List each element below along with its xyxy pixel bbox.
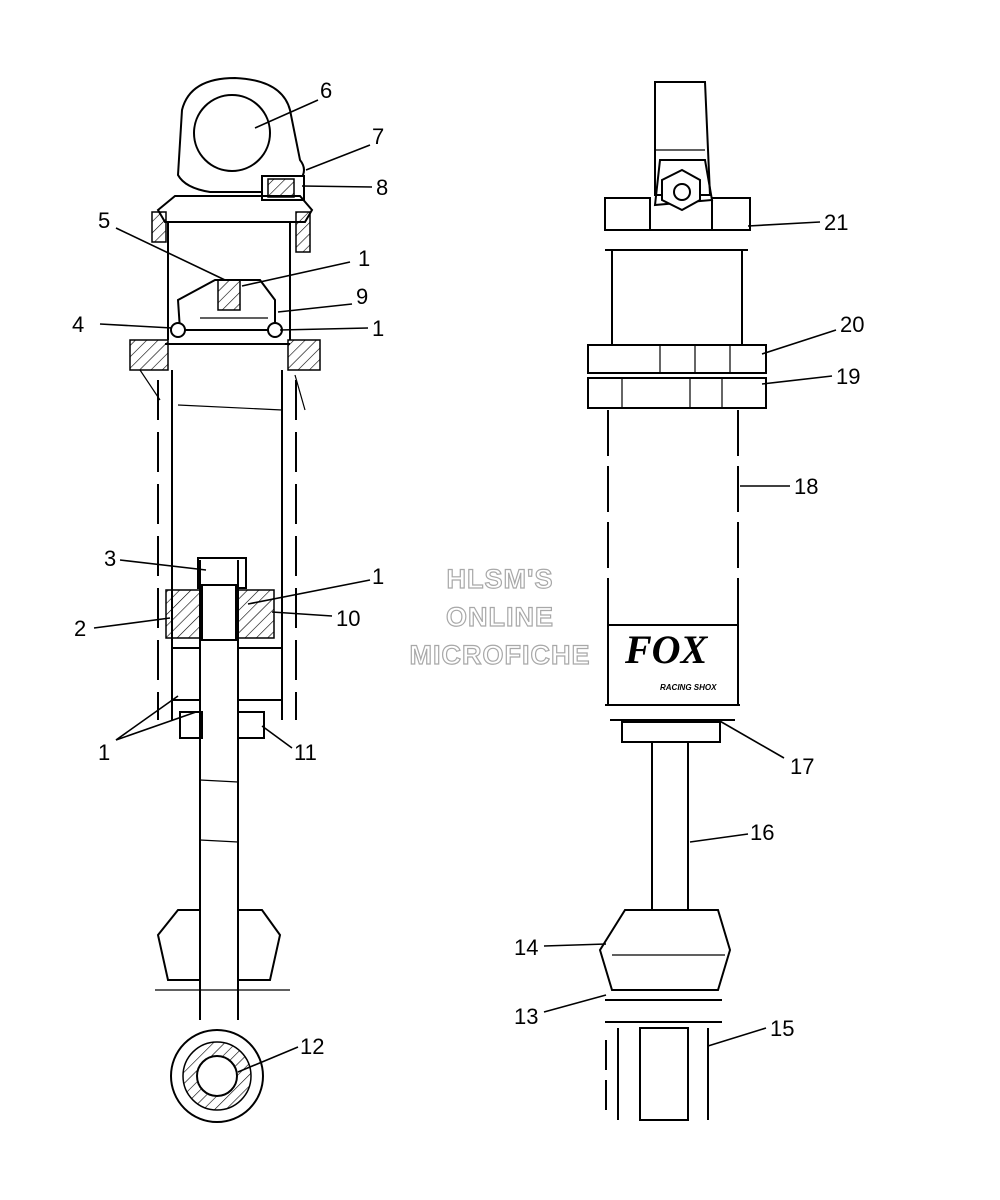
callout-17: 17: [790, 754, 814, 779]
fox-logo-tagline: RACING SHOX: [660, 683, 717, 692]
watermark-line-1: HLSM'S: [447, 564, 554, 594]
callout-14: 14: [514, 935, 538, 960]
callout-1-d: 1: [98, 740, 110, 765]
callout-6: 6: [320, 78, 332, 103]
callout-1-a: 1: [358, 246, 370, 271]
callout-5: 5: [98, 208, 110, 233]
callout-20: 20: [840, 312, 864, 337]
left-shock-cutaway: [129, 76, 321, 1123]
callout-10: 10: [336, 606, 360, 631]
callout-13: 13: [514, 1004, 538, 1029]
callout-21: 21: [824, 210, 848, 235]
callout-3: 3: [104, 546, 116, 571]
callout-19: 19: [836, 364, 860, 389]
callout-8: 8: [376, 175, 388, 200]
callout-9: 9: [356, 284, 368, 309]
callout-12: 12: [300, 1034, 324, 1059]
callout-11: 11: [294, 740, 317, 765]
upper-eye-bushing-6: [193, 94, 271, 172]
callout-16: 16: [750, 820, 774, 845]
callout-4: 4: [72, 312, 84, 337]
callout-2: 2: [74, 616, 86, 641]
callout-numbers: 6 7 8 5 1 9 4 1 3 1 2 10 1 11 12 21 20 1…: [72, 78, 864, 1059]
callout-15: 15: [770, 1016, 794, 1041]
callout-1-c: 1: [372, 564, 384, 589]
callout-7: 7: [372, 124, 384, 149]
watermark: HLSM'S ONLINE MICROFICHE: [409, 563, 591, 670]
right-shock-exterior: FOX RACING SHOX: [587, 81, 767, 1121]
callout-1-b: 1: [372, 316, 384, 341]
fox-logo: FOX: [624, 627, 709, 672]
watermark-line-2: ONLINE: [446, 602, 554, 632]
leader-lines: [93, 99, 837, 1073]
watermark-line-3: MICROFICHE: [410, 640, 591, 670]
callout-18: 18: [794, 474, 818, 499]
